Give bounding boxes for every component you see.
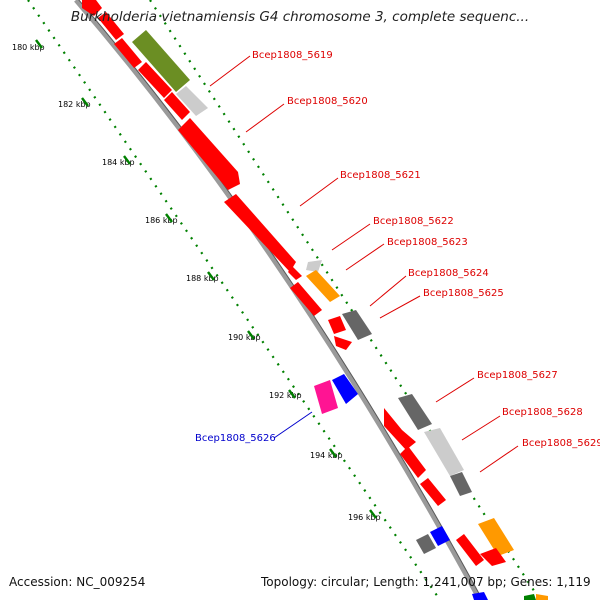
gene-feature[interactable] [450,472,472,496]
gene-label[interactable]: Bcep1808_5625 [423,288,504,299]
map-title: Burkholderia vietnamiensis G4 chromosome… [70,9,530,25]
forward-strand-genes [82,0,514,566]
gene-feature[interactable] [290,282,322,316]
gene-feature[interactable] [328,316,346,334]
gene-feature[interactable] [342,310,372,340]
gene-label[interactable]: Bcep1808_5627 [477,370,558,381]
gene-feature[interactable] [420,478,446,506]
gene-labels: Bcep1808_5619 Bcep1808_5620 Bcep1808_562… [195,50,600,449]
gene-feature[interactable] [334,336,352,350]
callout-lines [209,55,519,473]
gene-feature[interactable] [400,446,426,478]
ruler-label: 182 kbp [58,100,91,109]
gene-label[interactable]: Bcep1808_5623 [387,237,468,248]
gene-feature[interactable] [176,86,208,116]
gene-feature[interactable] [224,194,296,272]
gene-feature[interactable] [430,526,450,546]
gene-feature[interactable] [478,518,514,556]
gene-feature[interactable] [114,38,142,68]
inner-dotted-track [27,0,441,600]
ruler-label: 180 kbp [12,43,45,52]
gene-feature[interactable] [82,0,102,16]
reverse-strand-genes [314,374,548,600]
ruler-label: 190 kbp [228,333,261,342]
gene-feature[interactable] [314,380,338,414]
ruler-label: 192 kbp [269,391,302,400]
gene-label[interactable]: Bcep1808_5619 [252,50,333,61]
gene-feature[interactable] [384,408,416,450]
ruler-labels: 180 kbp 182 kbp 184 kbp 186 kbp 188 kbp … [12,43,381,522]
gene-label[interactable]: Bcep1808_5628 [502,407,583,418]
ruler-label: 186 kbp [145,216,178,225]
ruler-label: 184 kbp [102,158,135,167]
accession-info: Accession: NC_009254 [9,575,146,589]
gene-label[interactable]: Bcep1808_5621 [340,170,421,181]
gene-feature[interactable] [472,592,488,600]
gene-feature[interactable] [306,270,340,302]
topology-info: Topology: circular; Length: 1,241,007 bp… [261,575,591,589]
gene-label[interactable]: Bcep1808_5626 [195,433,276,444]
gene-feature[interactable] [138,62,172,98]
ruler-ticks [35,39,377,519]
chromosome-backbone [74,0,483,600]
gene-feature[interactable] [524,594,536,600]
gene-feature[interactable] [164,92,190,120]
chromosome-backbone-shadow [78,0,483,600]
gene-feature[interactable] [456,534,484,566]
gene-feature[interactable] [416,534,436,554]
gene-feature[interactable] [536,594,548,600]
gene-feature[interactable] [424,428,464,476]
outer-dotted-track [149,0,541,600]
gene-feature[interactable] [132,30,190,92]
gene-label[interactable]: Bcep1808_5620 [287,96,368,107]
ruler-label: 188 kbp [186,274,219,283]
gene-label[interactable]: Bcep1808_5629 [522,438,600,449]
gene-label[interactable]: Bcep1808_5624 [408,268,489,279]
gene-feature[interactable] [288,266,302,280]
ruler-label: 194 kbp [310,451,343,460]
gene-feature[interactable] [306,260,322,272]
gene-feature[interactable] [332,374,358,404]
gene-feature[interactable] [98,12,124,40]
ruler-label: 196 kbp [348,513,381,522]
gene-label[interactable]: Bcep1808_5622 [373,216,454,227]
gene-feature[interactable] [178,118,240,190]
gene-feature[interactable] [398,394,432,430]
gene-feature[interactable] [480,548,506,566]
